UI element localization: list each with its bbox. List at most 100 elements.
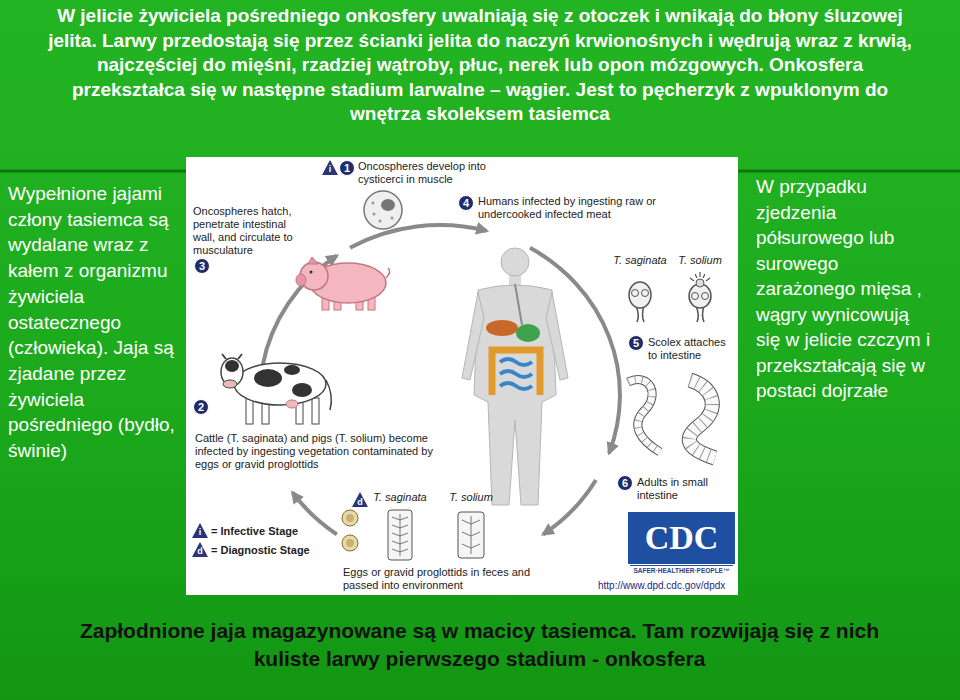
cysticercus-picture — [373, 213, 376, 216]
cdc-logo — [628, 512, 735, 564]
cysticercus-picture — [379, 220, 382, 223]
proglottid-picture — [388, 510, 484, 560]
callout-number-text: 4 — [463, 197, 469, 209]
proglottid-picture — [462, 516, 480, 554]
human-figure — [462, 248, 568, 505]
side-note: Wypełnione jajami człony tasiemca są wyd… — [8, 181, 180, 464]
human-figure — [501, 248, 529, 276]
logo-tagline: SAFER·HEALTHIER·PEOPLE™ — [628, 567, 735, 575]
adult-worm — [689, 380, 715, 458]
proglottid-picture — [388, 510, 412, 560]
human-figure — [515, 284, 522, 325]
stage-marker-letter: d — [193, 546, 207, 556]
adult-worm — [628, 380, 715, 458]
stage-description: Oncospheres develop into cysticerci in m… — [358, 160, 486, 186]
species-name: T. saginata — [372, 491, 428, 504]
cow-picture — [312, 398, 319, 424]
adult-worm — [689, 380, 715, 458]
cycle-arrow — [293, 493, 337, 535]
callout-number-text: 5 — [633, 337, 639, 349]
cow-picture — [221, 354, 331, 424]
human-figure — [500, 359, 532, 389]
egg-picture — [342, 535, 358, 551]
scolex-picture — [629, 282, 651, 308]
diagram-panel — [186, 157, 738, 595]
scolex-picture — [690, 272, 710, 281]
cysticercus-picture — [381, 199, 395, 211]
pig-picture — [386, 268, 390, 278]
human-figure — [474, 285, 556, 505]
stage-marker — [192, 542, 208, 557]
pig-picture — [308, 257, 318, 264]
callout-number-text: 6 — [622, 477, 628, 489]
cycle-arrow — [263, 256, 337, 366]
scolex-picture — [689, 284, 711, 308]
human-figure — [516, 324, 540, 342]
stage-description: Oncospheres hatch, penetrate intestinal … — [193, 205, 295, 257]
cow-picture — [292, 383, 312, 397]
legend-label: = Infective Stage — [211, 525, 298, 538]
human-figure — [486, 320, 518, 336]
pig-picture — [296, 257, 390, 310]
callout-number: 6 — [617, 475, 633, 491]
stage-marker — [352, 492, 368, 507]
adult-worm — [628, 380, 660, 452]
human-figure — [462, 292, 484, 380]
species-name: T. solium — [443, 491, 499, 504]
logo-text: CDC — [628, 518, 735, 558]
human-figure — [546, 292, 568, 380]
callout-number: 4 — [458, 195, 474, 211]
adult-worm — [689, 380, 715, 458]
stage-description: Humans infected by ingesting raw or unde… — [478, 195, 656, 221]
stage-description: Cattle (T. saginata) and pigs (T. solium… — [195, 432, 435, 471]
scolex-picture — [629, 272, 711, 322]
stage-description: Eggs or gravid proglottids in feces and … — [343, 566, 568, 592]
callout-number: 2 — [193, 399, 209, 415]
adult-worm — [628, 380, 660, 452]
cow-picture — [223, 380, 237, 388]
stage-marker — [322, 160, 338, 175]
cysticercus-picture — [364, 191, 402, 229]
scolex-picture — [702, 293, 709, 300]
stage-description: Adults in small intestine — [637, 476, 735, 502]
cow-picture — [222, 354, 242, 359]
cow-picture — [234, 363, 326, 405]
proglottid-picture — [458, 512, 484, 558]
stage-marker-letter: d — [353, 497, 367, 507]
cow-picture — [225, 360, 239, 372]
scolex-picture — [692, 293, 699, 300]
cow-picture — [246, 398, 253, 424]
egg-picture — [342, 510, 358, 551]
source-url: http://www.dpd.cdc.gov/dpdx — [598, 580, 736, 592]
legend-label: = Diagnostic Stage — [211, 544, 310, 557]
egg-picture — [346, 539, 354, 547]
stage-description: Scolex attaches to intestine — [648, 336, 736, 362]
diagram-panel — [186, 157, 738, 595]
scolex-picture — [632, 290, 639, 297]
adult-worm — [628, 380, 660, 452]
callout-number: 5 — [628, 335, 644, 351]
callout-number-text: 3 — [199, 260, 205, 272]
scolex-picture — [696, 279, 704, 287]
stage-marker-letter: i — [323, 164, 337, 174]
cow-picture — [284, 365, 300, 375]
callout-number-text: 2 — [198, 401, 204, 413]
cdc-logo — [628, 512, 735, 566]
callout-number: 3 — [194, 258, 210, 274]
slide-rule — [738, 170, 960, 173]
stage-marker — [192, 523, 208, 538]
egg-picture — [342, 510, 358, 526]
legend-item: = Diagnostic Stage — [211, 544, 310, 557]
pig-picture — [296, 274, 306, 286]
callout-number-text: 1 — [344, 162, 350, 174]
stage-marker — [192, 160, 368, 557]
cysticercus-picture — [372, 202, 375, 205]
slide-rule — [0, 170, 186, 173]
summary-note: Zapłodnione jaja magazynowane są w macic… — [72, 617, 887, 673]
legend-item: = Infective Stage — [211, 525, 298, 538]
cdc-logo — [630, 565, 733, 566]
cow-picture — [254, 369, 282, 387]
cysticercus-picture — [391, 217, 394, 220]
egg-picture — [346, 514, 354, 522]
